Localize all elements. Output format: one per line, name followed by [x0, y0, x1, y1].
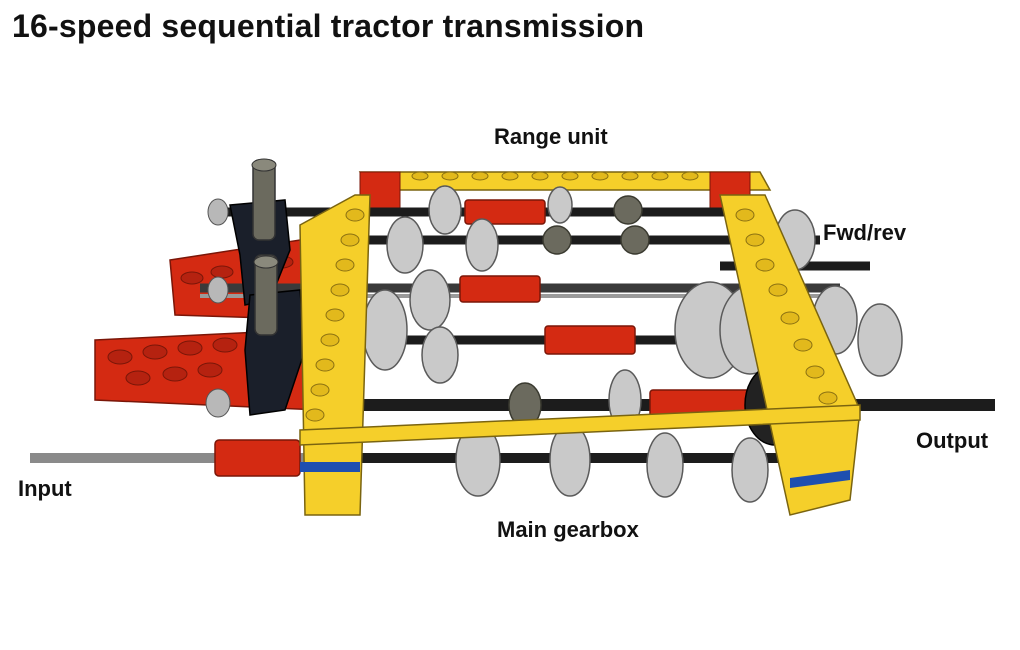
label-input: Input — [18, 476, 72, 501]
range-unit-frame — [358, 171, 772, 213]
label-main-gearbox: Main gearbox — [497, 517, 639, 542]
dark-gears — [508, 195, 650, 428]
diagram-title: 16-speed sequential tractor transmission — [12, 8, 645, 44]
label-output: Output — [916, 428, 989, 453]
shift-levers — [205, 158, 306, 418]
main-gearbox-frame — [299, 194, 861, 516]
selector-sleeves — [214, 199, 751, 477]
label-fwd-rev: Fwd/rev — [823, 220, 907, 245]
label-range-unit: Range unit — [494, 124, 608, 149]
